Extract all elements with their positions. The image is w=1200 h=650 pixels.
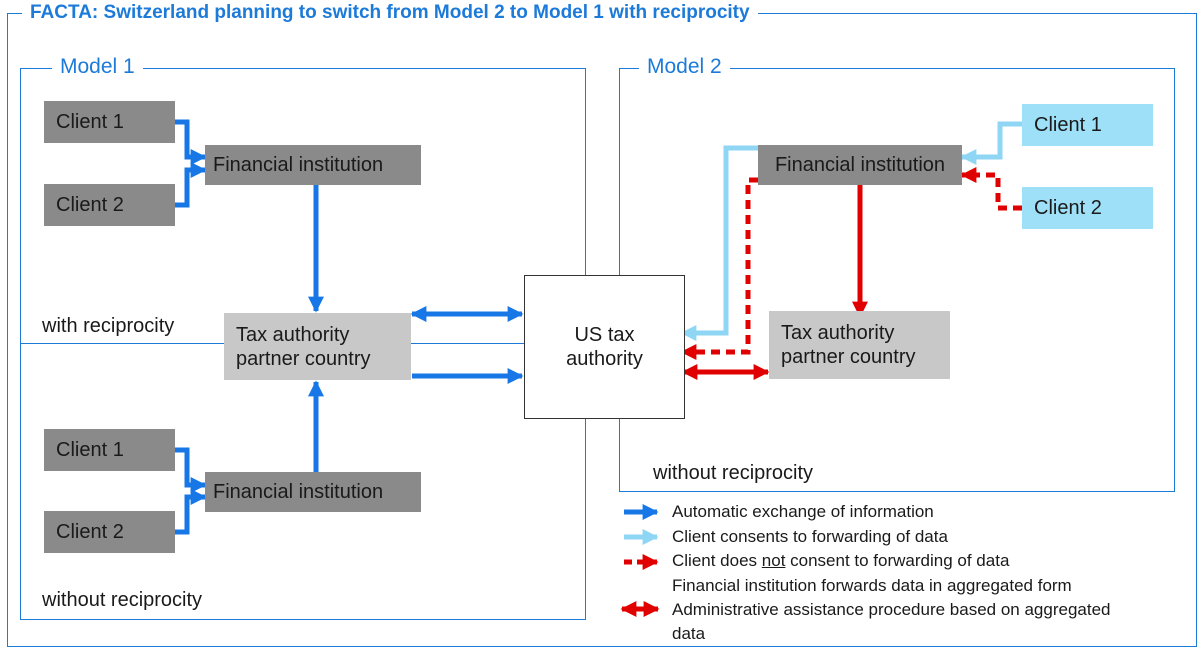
m2-client2-arrow [960, 166, 1022, 211]
m1-bottom-client1-label: Client 1 [56, 439, 124, 461]
m2-fi-label: Financial institution [774, 154, 946, 176]
m1-top-client1-box: Client 1 [44, 101, 175, 143]
m1-top-client2-arrow [175, 161, 207, 208]
m2-without-reciprocity-caption: without reciprocity [653, 461, 814, 485]
m1-top-client2-box: Client 2 [44, 184, 175, 226]
us-tax-authority-line1: US tax [574, 324, 635, 346]
m2-client2-label: Client 2 [1034, 197, 1102, 219]
m2-fi-to-us-light-arrow [680, 145, 758, 342]
legend-not-consent-text: Client does not consent to forwarding of… [672, 551, 1009, 571]
m1-top-client2-label: Client 2 [56, 194, 124, 216]
m1-bottom-fi-box: Financial institution [205, 472, 421, 512]
m2-fi-to-us-dashed-arrow [680, 177, 758, 361]
m1-with-reciprocity-caption: with reciprocity [42, 314, 175, 338]
us-tax-authority-line2: authority [566, 348, 643, 370]
m1-bottom-client2-label: Client 2 [56, 521, 124, 543]
m2-tax-authority-line2: partner country [781, 346, 916, 368]
m1-bottom-client2-box: Client 2 [44, 511, 175, 553]
m2-client1-arrow [960, 121, 1022, 166]
m1-bottom-client1-arrow [175, 447, 207, 494]
m1-without-reciprocity-caption: without reciprocity [42, 588, 203, 612]
m2-client1-label: Client 1 [1034, 114, 1102, 136]
m2-client2-box: Client 2 [1022, 187, 1153, 229]
m1-tax-authority-line1: Tax authority [236, 323, 350, 346]
m1-bottom-client1-box: Client 1 [44, 429, 175, 471]
m1-bottom-fi-label: Financial institution [213, 481, 384, 503]
legend-not-consent-post: consent to forwarding of data [785, 551, 1010, 570]
legend-automatic-text: Automatic exchange of information [672, 502, 934, 521]
m2-client1-box: Client 1 [1022, 104, 1153, 146]
legend-admin-text-line1: Administrative assistance procedure base… [672, 600, 1111, 619]
page-title: FACTA: Switzerland planning to switch fr… [22, 0, 758, 26]
model2-label: Model 2 [639, 55, 730, 79]
m1-top-client1-arrow [175, 119, 207, 166]
legend-consents-text: Client consents to forwarding of data [672, 527, 948, 546]
m1-bottom-client2-arrow [175, 488, 207, 535]
m1-top-fi-label: Financial institution [213, 154, 384, 176]
legend-not-consent-word: not [761, 551, 786, 570]
legend-not-consent-pre: Client does [672, 551, 762, 570]
m1-tax-authority-line2: partner country [236, 347, 371, 370]
legend-aggregated-text: Financial institution forwards data in a… [672, 576, 1072, 595]
m1-tax-authority-box: Tax authority partner country [224, 313, 411, 380]
us-tax-authority-box: US tax authority [524, 275, 685, 419]
m2-fi-box: Financial institution [758, 145, 962, 185]
m1-top-fi-box: Financial institution [205, 145, 421, 185]
m2-tax-authority-box: Tax authority partner country [769, 311, 950, 379]
legend-admin-text-line2: data [672, 624, 706, 643]
m2-tax-authority-line1: Tax authority [781, 322, 895, 344]
model1-label: Model 1 [52, 55, 143, 79]
m1-top-client1-label: Client 1 [56, 111, 124, 133]
